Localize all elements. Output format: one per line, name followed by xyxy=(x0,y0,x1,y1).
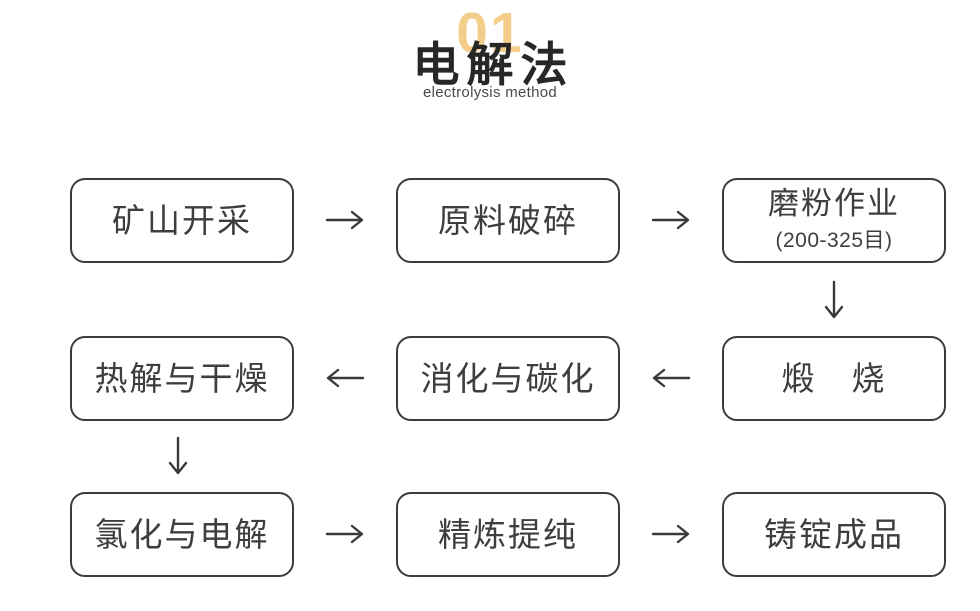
arrow-right-icon xyxy=(325,208,365,232)
arrow-left-icon xyxy=(651,366,691,390)
page-title: 电解法 xyxy=(412,38,575,91)
flow-node-label: 铸锭成品 xyxy=(764,515,904,553)
flow-node-sublabel: (200-325目) xyxy=(775,228,893,252)
flow-node-label: 煅 烧 xyxy=(781,359,887,397)
flow-node-label: 热解与干燥 xyxy=(94,359,270,397)
flow-node-refining-purification: 精炼提纯 xyxy=(396,492,620,577)
arrow-right-icon xyxy=(651,522,691,546)
section-number: 01 xyxy=(456,1,524,65)
arrow-down-icon xyxy=(166,436,190,476)
flow-node-label: 氯化与电解 xyxy=(94,515,270,553)
flow-node-label: 消化与碳化 xyxy=(420,359,596,397)
flow-node-pyrolysis-drying: 热解与干燥 xyxy=(70,336,294,421)
flow-node-mining: 矿山开采 xyxy=(70,178,294,263)
page-subtitle: electrolysis method xyxy=(422,84,558,101)
flow-node-milling: 磨粉作业 (200-325目) xyxy=(722,178,946,263)
flow-node-label: 精炼提纯 xyxy=(438,515,578,553)
flow-node-label: 磨粉作业 xyxy=(768,186,900,222)
arrow-down-icon xyxy=(822,280,846,320)
flow-node-label: 原料破碎 xyxy=(438,201,578,239)
flow-node-raw-material-crushing: 原料破碎 xyxy=(396,178,620,263)
arrow-right-icon xyxy=(651,208,691,232)
diagram-header: 01 电解法 electrolysis method xyxy=(0,0,980,112)
flow-node-chlorination-electrolysis: 氯化与电解 xyxy=(70,492,294,577)
flow-node-label: 矿山开采 xyxy=(112,201,252,239)
flow-node-ingot-product: 铸锭成品 xyxy=(722,492,946,577)
flow-node-calcination: 煅 烧 xyxy=(722,336,946,421)
arrow-left-icon xyxy=(325,366,365,390)
flow-node-digestion-carbonization: 消化与碳化 xyxy=(396,336,620,421)
arrow-right-icon xyxy=(325,522,365,546)
